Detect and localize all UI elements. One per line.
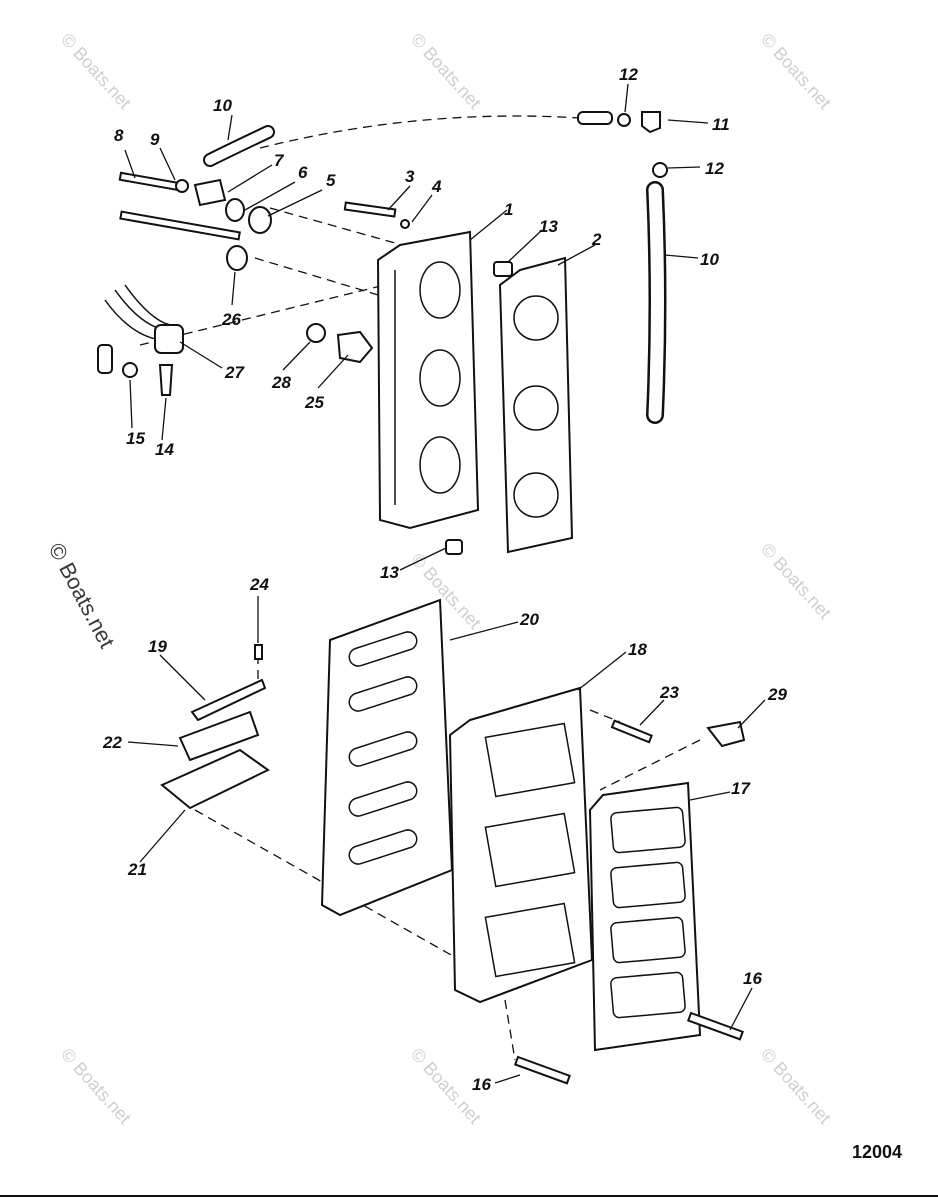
reed-valve-assembly	[160, 644, 270, 810]
hose-clamp	[617, 113, 631, 127]
watermark: © Boats.net	[757, 539, 835, 622]
cylinder-head	[376, 230, 480, 530]
dowel-pin	[493, 261, 513, 277]
callout-18: 18	[628, 640, 647, 659]
hose-short	[577, 111, 613, 125]
watermark: © Boats.net	[57, 29, 135, 112]
dowel-pin	[445, 539, 463, 555]
callout-4: 4	[431, 177, 442, 196]
callout-16-bottom: 16	[472, 1075, 491, 1094]
leader-lines	[124, 83, 766, 1084]
callout-1: 1	[504, 200, 513, 219]
callout-2: 2	[591, 230, 602, 249]
watermark: © Boats.net	[757, 29, 835, 112]
callout-20: 20	[519, 610, 539, 629]
manifold-gasket	[588, 781, 702, 1052]
head-gasket	[498, 256, 574, 554]
callout-8: 8	[114, 126, 124, 145]
elbow-fitting	[641, 111, 661, 134]
callout-19: 19	[148, 637, 167, 656]
callout-21: 21	[127, 860, 147, 879]
hose-clamp	[652, 162, 668, 178]
callout-12-top: 12	[619, 65, 638, 84]
bolt	[610, 719, 653, 744]
wiring-harness	[97, 284, 184, 396]
callout-13-top: 13	[539, 217, 558, 236]
callout-10-top: 10	[213, 96, 232, 115]
callout-17: 17	[731, 779, 751, 798]
callout-7: 7	[274, 151, 285, 170]
callout-15: 15	[126, 429, 145, 448]
callout-29: 29	[767, 685, 787, 704]
callout-13-bottom: 13	[380, 563, 399, 582]
callout-labels: 1 2 3 4 5 6 7 8 9 10 10 11 12 12 13 13 1…	[102, 65, 787, 1094]
figure-id: 12004	[852, 1142, 902, 1162]
watermark: © Boats.net	[57, 1044, 135, 1127]
small-parts-top	[118, 171, 410, 271]
callout-22: 22	[102, 733, 122, 752]
callout-14: 14	[155, 440, 174, 459]
callout-11: 11	[712, 115, 730, 134]
callout-6: 6	[298, 163, 308, 182]
bracket	[706, 720, 746, 748]
intake-gasket	[320, 598, 454, 917]
callout-26: 26	[221, 310, 241, 329]
watermark: © Boats.net	[407, 29, 485, 112]
callout-5: 5	[326, 171, 336, 190]
callout-25: 25	[304, 393, 324, 412]
hose-top	[203, 125, 275, 167]
callout-28: 28	[271, 373, 291, 392]
callout-24: 24	[249, 575, 269, 594]
callout-9: 9	[150, 130, 160, 149]
bolt	[513, 1055, 571, 1085]
callout-12-right: 12	[705, 159, 724, 178]
callout-23: 23	[659, 683, 679, 702]
callout-16-right: 16	[743, 969, 762, 988]
watermark-prominent: © Boats.net	[44, 539, 120, 653]
sensor	[306, 323, 374, 364]
hose-vertical	[646, 181, 667, 424]
callout-10-right: 10	[700, 250, 719, 269]
callout-27: 27	[224, 363, 245, 382]
bolt	[686, 1011, 744, 1041]
watermark: © Boats.net	[757, 1044, 835, 1127]
callout-3: 3	[405, 167, 415, 186]
intake-manifold	[448, 686, 594, 1004]
